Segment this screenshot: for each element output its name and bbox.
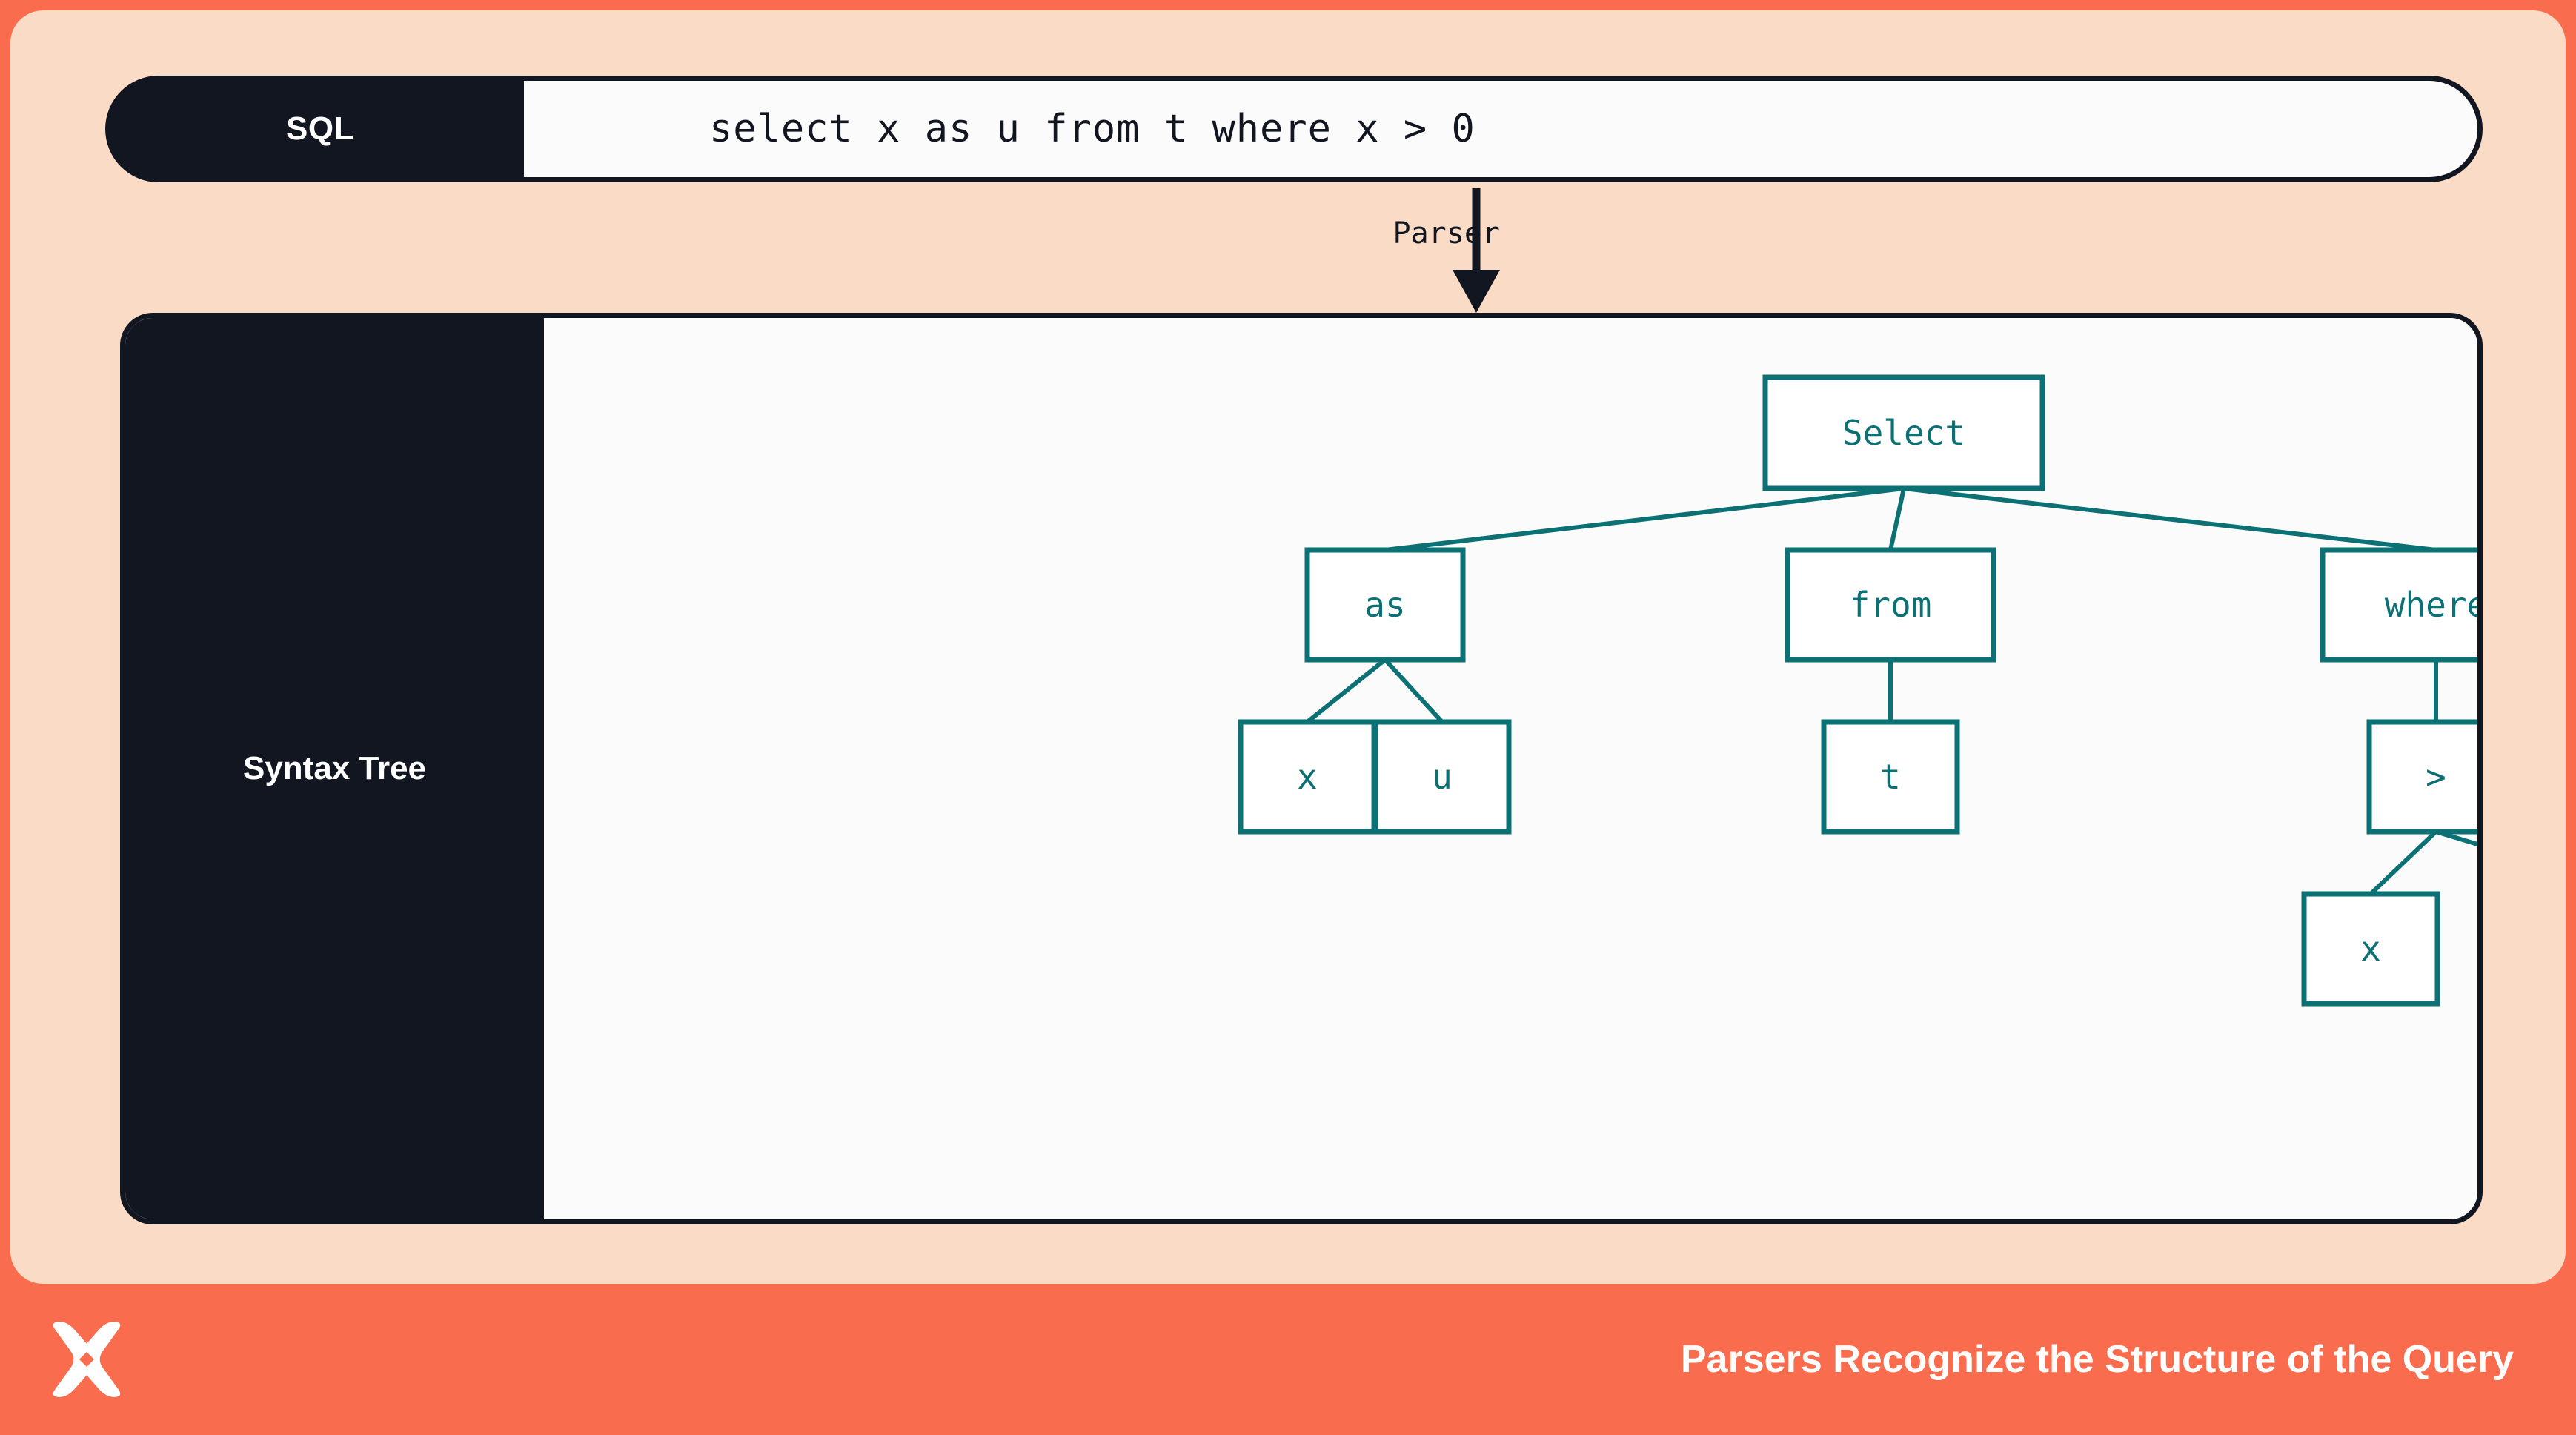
tree-edge xyxy=(1888,488,1906,551)
tree-node-box xyxy=(1821,719,1960,835)
sql-label-text: SQL xyxy=(286,110,354,147)
parser-down-arrow-icon xyxy=(1453,188,1500,313)
tree-node-label: > xyxy=(2426,757,2446,797)
tree-node-gt[interactable]: > xyxy=(2366,719,2478,835)
tree-node-x1[interactable]: x xyxy=(1238,719,1377,835)
tree-node-box xyxy=(2366,719,2477,835)
sql-query-field[interactable]: select x as u from t where x > 0 xyxy=(519,76,2483,182)
sql-label-chip: SQL xyxy=(105,76,535,182)
x-mark-logo-icon xyxy=(53,1322,121,1397)
tree-node-label: from xyxy=(1850,585,1932,625)
tree-edge xyxy=(1384,486,1905,552)
tree-node-label: u xyxy=(1432,757,1453,797)
footer-title: Parsers Recognize the Structure of the Q… xyxy=(1680,1338,2514,1381)
sql-row: SQL select x as u from t where x > 0 xyxy=(105,76,2483,182)
tree-node-from[interactable]: from xyxy=(1785,547,1996,663)
tree-node-box xyxy=(1372,719,1512,835)
content-canvas: SQL select x as u from t where x > 0 Par… xyxy=(10,10,2566,1284)
tree-node-box xyxy=(1238,719,1377,835)
parser-flow: Parser xyxy=(1211,188,1611,314)
tree-node-label: x xyxy=(2360,929,2381,969)
footer-bar: Parsers Recognize the Structure of the Q… xyxy=(0,1284,2576,1435)
tree-node-u[interactable]: u xyxy=(1372,719,1512,835)
tree-edge xyxy=(2368,829,2438,896)
tree-node-box xyxy=(2301,891,2440,1007)
tree-node-box xyxy=(1785,547,1996,663)
tree-node-as[interactable]: as xyxy=(1304,547,1466,663)
tree-node-label: Select xyxy=(1842,413,1965,453)
tree-node-select[interactable]: Select xyxy=(1762,374,2045,491)
syntax-tree-label: Syntax Tree xyxy=(242,750,427,786)
tree-node-label: t xyxy=(1880,757,1901,797)
tree-node-label: x xyxy=(1297,757,1318,797)
tree-node-t[interactable]: t xyxy=(1821,719,1960,835)
tree-node-box xyxy=(1304,547,1466,663)
tree-node-box xyxy=(2320,547,2477,663)
tree-node-box xyxy=(1762,374,2045,491)
tree-edge xyxy=(2435,829,2477,847)
tree-edge xyxy=(1903,486,2437,552)
tree-edge xyxy=(1383,657,1444,724)
tree-edge xyxy=(1306,657,1387,724)
syntax-tree-sidebar: Syntax Tree xyxy=(125,318,544,1219)
tree-node-where[interactable]: where xyxy=(2320,547,2478,663)
tree-node-label: as xyxy=(1364,585,1405,625)
tree-node-label: where xyxy=(2385,585,2478,625)
parser-arrow-label: Parser xyxy=(1392,216,1501,251)
tree-node-x2[interactable]: x xyxy=(2301,891,2440,1007)
sql-query-text: select x as u from t where x > 0 xyxy=(709,107,1475,151)
